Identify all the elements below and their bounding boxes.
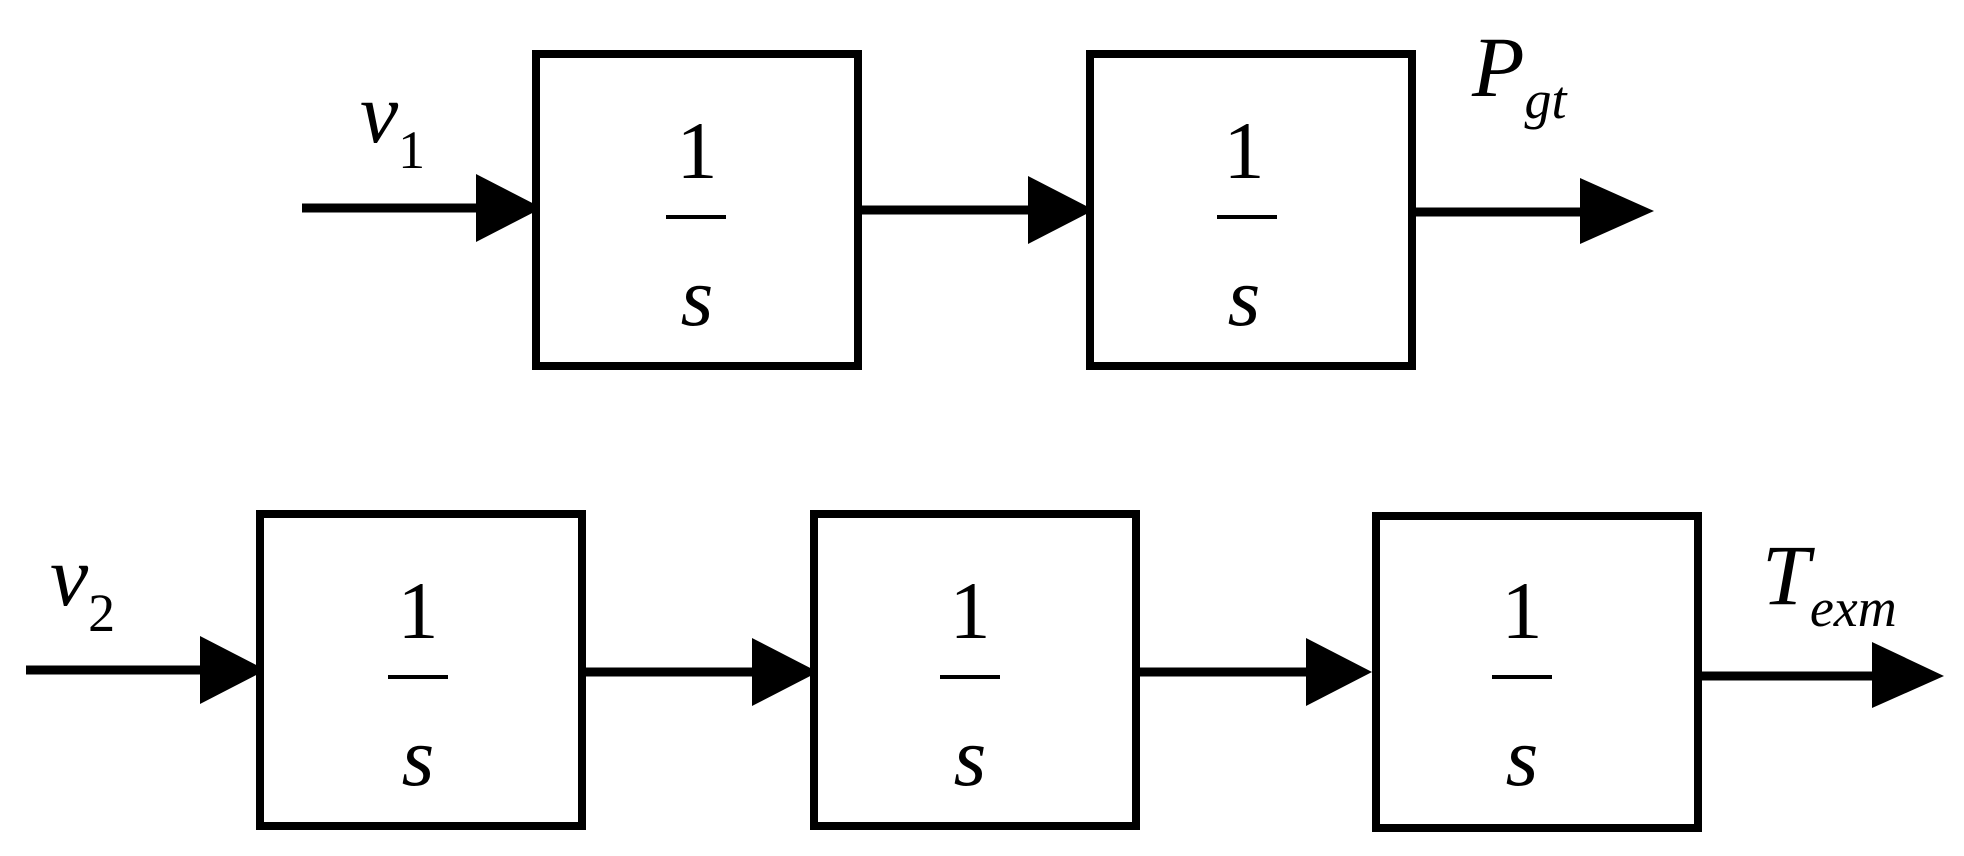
bottom-block-1-numerator: 1 <box>398 565 439 656</box>
bottom-block-1-denominator: s <box>402 711 435 804</box>
top-block-1-denominator: s <box>681 251 714 344</box>
top-integrator-block-2: 1 s <box>1086 50 1416 370</box>
bottom-block-3-numerator: 1 <box>1502 565 1543 656</box>
bottom-block-3-denominator: s <box>1506 711 1539 804</box>
bottom-integrator-block-2: 1 s <box>810 510 1140 830</box>
top-input-label: v1 <box>360 65 425 180</box>
top-block-2-denominator: s <box>1228 251 1261 344</box>
bottom-connector-arrow-2 <box>1306 638 1372 706</box>
bottom-block-2-denominator: s <box>954 711 987 804</box>
bottom-block-2-numerator: 1 <box>950 565 991 656</box>
bottom-output-arrow <box>1872 642 1944 708</box>
bottom-chain: 1 s 1 s 1 s v2 <box>26 510 1944 832</box>
bottom-connector-arrow-1 <box>752 638 818 706</box>
top-chain: 1 s 1 s v1 Pgt <box>302 19 1654 370</box>
top-connector-arrow-1 <box>1028 176 1094 244</box>
top-block-2-numerator: 1 <box>1224 105 1265 196</box>
top-output-label: Pgt <box>1471 19 1569 130</box>
bottom-input-label: v2 <box>50 528 115 643</box>
top-input-arrow <box>476 174 542 242</box>
bottom-input-arrow <box>200 636 266 704</box>
top-output-arrow <box>1580 178 1654 244</box>
bottom-integrator-block-1: 1 s <box>256 510 586 830</box>
top-integrator-block-1: 1 s <box>532 50 862 370</box>
bottom-output-label: Texm <box>1762 527 1897 638</box>
top-block-1-numerator: 1 <box>677 105 718 196</box>
bottom-integrator-block-3: 1 s <box>1372 512 1702 832</box>
